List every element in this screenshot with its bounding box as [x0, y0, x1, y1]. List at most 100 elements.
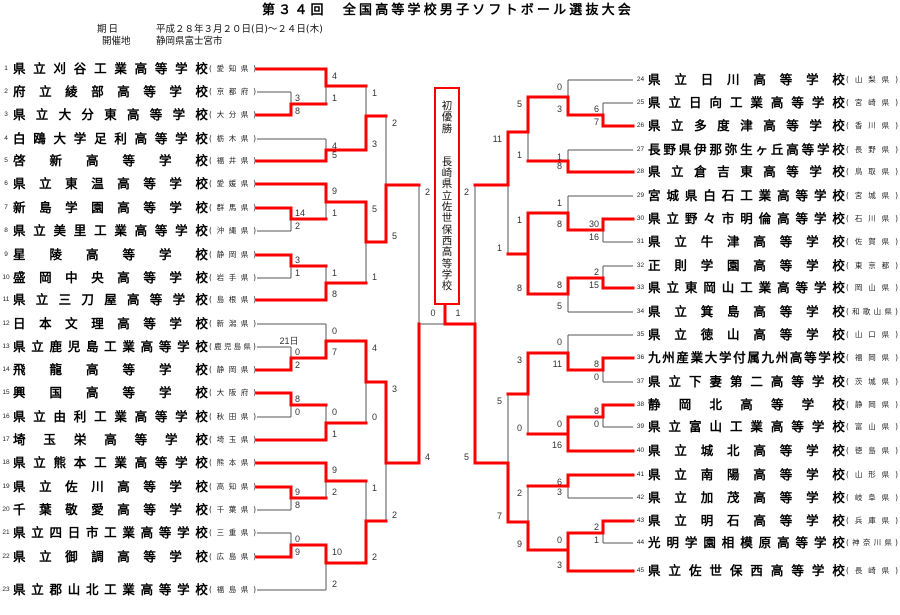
match-score-bottom: 0 — [517, 423, 522, 433]
glyph: 県 — [240, 226, 249, 235]
glyph: 京 — [216, 87, 225, 96]
final-score-left: 0 — [430, 308, 435, 318]
glyph: 県 — [240, 482, 249, 491]
team-prefecture: (福井県) — [209, 153, 256, 169]
team-number: 5 — [4, 157, 8, 164]
glyph: 県 — [240, 552, 249, 561]
glyph: 県 — [678, 142, 692, 157]
venue-label: 開催地 — [102, 36, 131, 48]
glyph: 学 — [169, 479, 182, 494]
match-score-bottom: 5 — [332, 150, 337, 160]
glyph: ) — [253, 64, 256, 73]
glyph: 県 — [881, 422, 890, 431]
match-score-bottom: 0 — [594, 372, 599, 382]
match-score-top: 2 — [392, 118, 397, 128]
glyph: 岡 — [868, 400, 876, 409]
glyph: 校 — [832, 188, 845, 203]
glyph: 立 — [668, 374, 681, 389]
glyph: 崎 — [441, 167, 453, 180]
team-number: 30 — [636, 215, 645, 222]
glyph: 龍 — [49, 362, 62, 377]
team-number: 7 — [4, 204, 8, 211]
glyph: 県 — [881, 470, 890, 479]
glyph: 中 — [65, 270, 78, 285]
glyph: 調 — [91, 549, 104, 564]
team-name: 県立明石高等学校 — [648, 513, 845, 529]
match-score-top: 0 — [557, 82, 562, 92]
match-score-bottom: 2 — [332, 487, 337, 497]
glyph: 立 — [31, 339, 44, 354]
glyph: 学 — [169, 502, 182, 517]
glyph: 等 — [122, 362, 135, 377]
team-name: 県立刈谷工業高等学校 — [13, 61, 208, 77]
glyph: 光 — [648, 535, 661, 550]
glyph: 野 — [868, 145, 876, 154]
glyph: 県 — [881, 283, 890, 292]
team-name: 府立綾部高等学校 — [13, 84, 208, 100]
glyph: 校 — [195, 479, 208, 494]
glyph: 世 — [441, 212, 453, 225]
glyph: 学 — [407, 3, 421, 18]
glyph: ヶ — [755, 142, 769, 157]
glyph: 庫 — [868, 516, 876, 525]
glyph: 業 — [122, 525, 135, 540]
glyph: 立 — [674, 490, 687, 505]
team-name: 県立御調高等学校 — [13, 549, 208, 565]
team-number: 42 — [636, 494, 645, 501]
glyph: 県 — [240, 179, 249, 188]
team-number: 10 — [2, 274, 10, 281]
glyph: ( — [846, 516, 849, 525]
glyph: 校 — [832, 374, 845, 389]
glyph: ( — [846, 121, 849, 130]
glyph: 学 — [169, 176, 182, 191]
glyph: 静 — [216, 250, 225, 259]
glyph: 北 — [85, 582, 99, 597]
match-score-bottom: 8 — [557, 219, 562, 229]
glyph: 県 — [881, 493, 890, 502]
glyph: 玉 — [43, 432, 56, 447]
match-score-bottom: 5 — [392, 231, 397, 241]
team-prefecture: (長野県) — [846, 142, 898, 158]
team-number: 15 — [2, 389, 10, 396]
glyph: 盛 — [13, 270, 26, 285]
team-number: 12 — [2, 320, 10, 327]
match-score-bottom: 3 — [557, 487, 562, 497]
glyph: 工 — [729, 95, 743, 110]
glyph: 学 — [811, 419, 825, 434]
match-score-top: 0 — [557, 337, 562, 347]
glyph: 京 — [868, 261, 876, 270]
match-score-top: 10 — [332, 547, 342, 557]
glyph: 相 — [721, 535, 735, 550]
glyph: 葉 — [39, 502, 52, 517]
team-number: 21 — [2, 529, 10, 536]
glyph: 静 — [648, 397, 661, 412]
glyph: 県 — [240, 319, 249, 328]
glyph: ( — [209, 250, 212, 259]
match-score-bottom: 8 — [295, 106, 300, 116]
glyph: 本 — [228, 458, 237, 467]
glyph: 則 — [674, 258, 687, 273]
team-name: 県立佐川高等学校 — [13, 479, 208, 495]
team-name: 県立東温高等学校 — [13, 176, 208, 192]
glyph: 校 — [832, 234, 845, 249]
glyph: 温 — [91, 176, 104, 191]
glyph: 都 — [228, 87, 237, 96]
team-prefecture: (富山県) — [846, 419, 898, 435]
team-number: 6 — [4, 180, 8, 187]
glyph: 等 — [143, 84, 156, 99]
glyph: 部 — [91, 84, 104, 99]
team-name: 飛龍高等学校 — [13, 362, 208, 378]
glyph: 高 — [104, 432, 117, 447]
glyph: 園 — [91, 200, 104, 215]
glyph: 馬 — [228, 203, 237, 212]
glyph: 立 — [666, 211, 679, 226]
glyph: 県 — [240, 365, 249, 374]
team-name: 県立大分東高等学校 — [13, 107, 208, 123]
glyph: 立 — [668, 563, 681, 578]
glyph: 学 — [158, 153, 172, 168]
